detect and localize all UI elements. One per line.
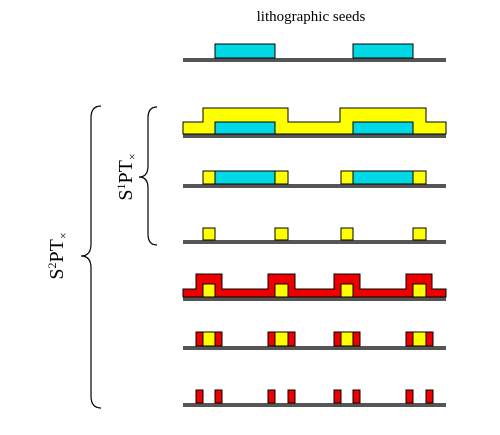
yellow-spacer [340,331,354,347]
row-red-deposition [182,273,447,301]
red-spacer [405,331,414,347]
red-spacer [214,331,223,347]
substrate-line [183,184,446,188]
substrate-line [183,134,446,138]
red-spacer [425,331,434,347]
yellow-spacer [412,331,427,347]
outer-brace-label: S2PT× [45,232,70,279]
substrate-line [183,346,446,350]
row-red-spacers-with-yellow [183,331,446,350]
red-spacer [195,389,204,404]
row-red-spacers [183,389,446,407]
yellow-spacer [202,283,216,298]
row-yellow-spacers-with-seeds [183,170,446,188]
yellow-spacer [274,331,289,347]
yellow-spacer [274,283,289,298]
diagram-title: lithographic seeds [257,9,366,25]
red-spacer [405,389,414,404]
red-spacer [333,331,342,347]
yellow-spacer [274,227,289,241]
yellow-spacer [202,227,216,241]
red-spacer [214,389,223,404]
substrate-line [183,297,446,301]
row-yellow-spacers [183,227,446,244]
yellow-spacer [274,170,289,185]
row-lithographic-seeds [183,43,446,62]
red-spacer [195,331,204,347]
seed-block [352,170,414,185]
substrate-line [183,240,446,244]
yellow-spacer [340,227,354,241]
red-spacer [425,389,434,404]
seed-block [214,43,276,59]
inner-brace-label: S1PT× [114,153,139,200]
red-spacer [287,389,296,404]
seed-block [352,43,414,59]
yellow-spacer [340,283,354,298]
substrate-line [183,58,446,62]
yellow-spacer [202,170,216,185]
yellow-spacer [412,283,427,298]
red-spacer [333,389,342,404]
seed-block [352,121,414,135]
red-spacer [352,331,361,347]
row-yellow-deposition [182,107,447,138]
red-spacer [267,389,276,404]
red-conformal-layer [182,273,447,298]
red-spacer [352,389,361,404]
seed-block [214,170,276,185]
yellow-spacer [412,170,427,185]
red-spacer [267,331,276,347]
outer-brace [80,105,102,409]
inner-brace [138,106,158,246]
substrate-line [183,403,446,407]
seed-block [214,121,276,135]
yellow-spacer [340,170,354,185]
yellow-spacer [412,227,427,241]
yellow-spacer [202,331,216,347]
red-spacer [287,331,296,347]
